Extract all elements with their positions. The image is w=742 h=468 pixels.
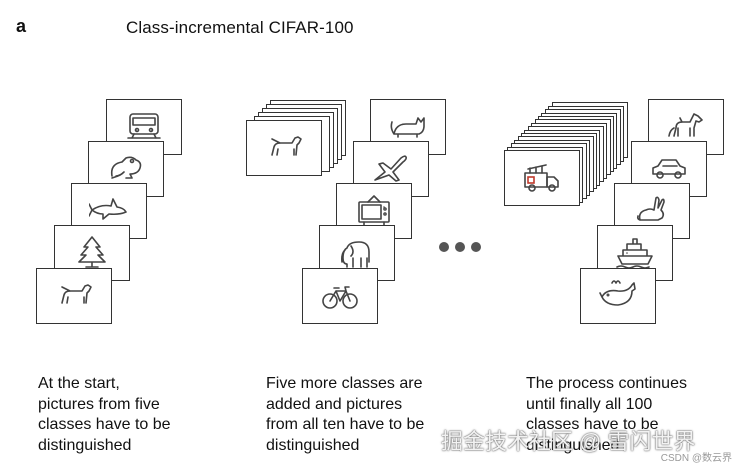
caption-line: classes have to be [526,416,659,433]
car-icon [649,150,689,189]
fire-truck-icon [522,159,562,198]
frog-icon [106,150,146,189]
caption-line: classes have to be [38,416,171,433]
caption-five-more: Five more classes are added and pictures… [266,374,424,456]
ellipsis-dot [455,242,465,252]
ellipsis-dot [471,242,481,252]
whale-icon [598,277,638,316]
stack-top-card-fire-truck [504,150,580,206]
dog-icon [264,129,304,168]
caption-line: distinguished [38,436,132,454]
caption-line: added and pictures [266,395,403,413]
dog-icon [54,277,94,316]
caption-line: from all ten have to be [266,416,425,433]
caption-line: distinguished [266,436,360,454]
tv-icon [354,192,394,231]
card-bicycle [302,268,378,324]
caption-process: The process continues until finally all … [526,374,687,456]
caption-start: At the start, pictures from five classes… [38,374,171,456]
caption-line: At the start, [38,375,120,392]
horse-icon [666,108,706,147]
caption-line: Five more classes are [266,375,423,392]
ellipsis-dot [439,242,449,252]
caption-line: distinguished [526,436,620,454]
panel-letter: a [16,16,27,36]
card-whale [580,268,656,324]
rabbit-icon [632,192,672,231]
caption-line: pictures from five [38,395,160,413]
watermark-sub: CSDN @数云界 [660,453,732,464]
cat-icon [388,108,428,147]
bicycle-icon [320,277,360,316]
caption-line: The process continues [526,375,687,392]
elephant-icon [337,234,377,273]
shark-icon [88,192,129,231]
figure-title: Class-incremental CIFAR-100 [126,18,354,37]
stack-top-card-dog [246,120,322,176]
airplane-icon [371,150,411,189]
ship-icon [615,234,655,273]
train-icon [124,108,164,147]
card-dog [36,268,112,324]
caption-line: until finally all 100 [526,395,653,413]
watermark: 掘金技术社区 @ 雪闪世界 [441,429,696,454]
tree-icon [72,234,112,273]
